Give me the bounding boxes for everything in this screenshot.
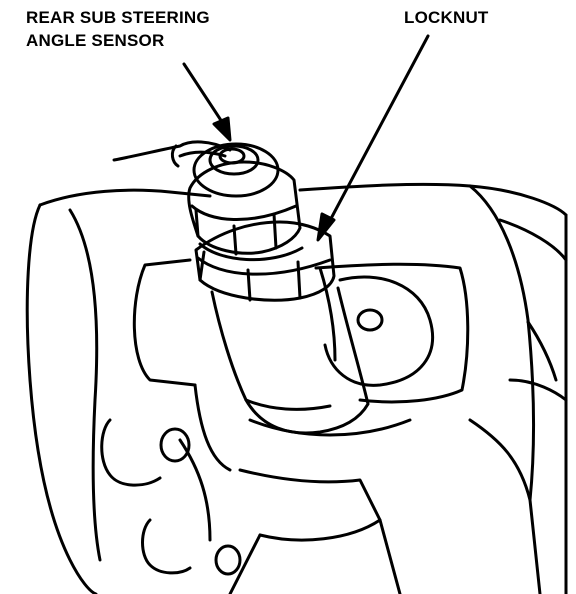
sensor-body (210, 286, 370, 435)
sensor-label-line1: REAR SUB STEERING (26, 8, 210, 27)
sensor-label-line2: ANGLE SENSOR (26, 31, 165, 50)
sensor-leader-arrow (182, 62, 232, 142)
sensor-wire (112, 140, 232, 168)
locknut-leader-arrow (316, 34, 430, 242)
housing (25, 182, 568, 594)
locknut-label: LOCKNUT (404, 8, 489, 27)
rear-sub-steering-angle-sensor-label: REAR SUB STEERING ANGLE SENSOR (26, 6, 210, 52)
locknut-hex (194, 220, 336, 302)
sensor-cap (187, 142, 304, 262)
lower-bosses (100, 418, 242, 576)
mounting-flange (132, 258, 470, 594)
